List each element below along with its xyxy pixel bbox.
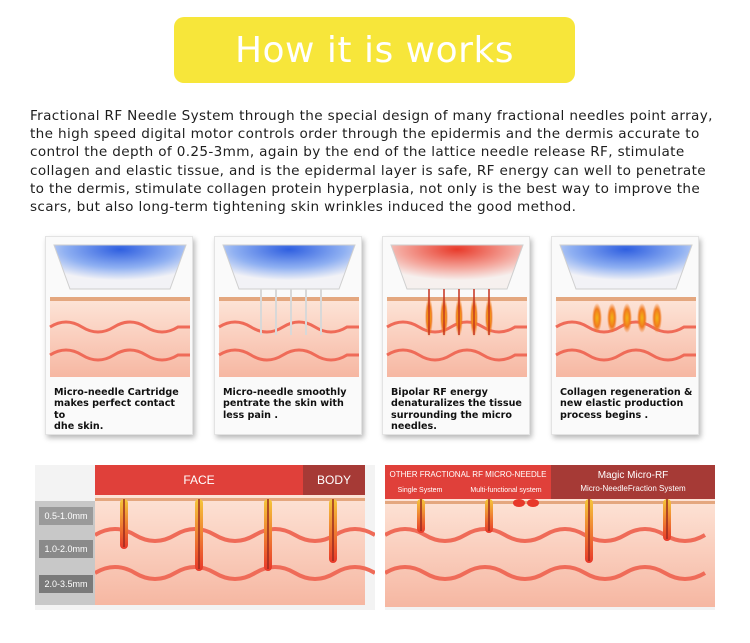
magic-system-subtitle: Micro-NeedleFraction System	[580, 483, 686, 493]
dermis-layer	[50, 301, 190, 377]
caption-line: process begins .	[560, 409, 649, 421]
caption-line: Bipolar RF energy	[391, 387, 488, 398]
intro-line: scars, but also long-term tightening ski…	[30, 199, 577, 216]
applicator-head-icon	[222, 244, 356, 290]
depth-label: 0.5-1.0mm	[39, 507, 93, 525]
step-panel-2: Micro-needle smoothly pentrate the skin …	[214, 236, 362, 435]
intro-line: the high speed digital motor controls or…	[30, 126, 700, 143]
step-caption: Collagen regeneration & new elastic prod…	[560, 387, 694, 421]
depth-label: 1.0-2.0mm	[39, 540, 93, 558]
caption-line: needles.	[391, 421, 437, 433]
caption-line: Micro-needle Cartridge	[54, 387, 179, 398]
intro-line: to the dermis, stimulate collagen protei…	[30, 180, 701, 197]
step-1-illustration	[49, 244, 190, 377]
multi-system-label: Multi-functional system	[470, 486, 542, 494]
epidermis-layer	[50, 297, 190, 301]
needle-depth-icons	[120, 499, 337, 571]
caption-line: surrounding the micro	[391, 409, 513, 421]
step-panel-3: Bipolar RF energy denaturalizes the tiss…	[382, 236, 530, 435]
caption-line: denaturalizes the tissue	[391, 398, 522, 410]
applicator-head-icon	[390, 244, 524, 290]
caption-line: less pain .	[223, 409, 279, 421]
single-system-label: Single System	[397, 486, 443, 494]
step-caption: Bipolar RF energy denaturalizes the tiss…	[391, 387, 525, 433]
applicator-head-icon	[53, 244, 187, 290]
step-caption: Micro-needle Cartridge makes perfect con…	[54, 387, 188, 433]
caption-line: dhe skin.	[54, 421, 104, 433]
skin-layer	[95, 495, 365, 605]
banner-title: How it is works	[234, 29, 515, 71]
depth-comparison-face-body: FACE BODY 0.5-1.0mm 1.0-2.0mm 2.0-3.5mm	[35, 465, 375, 610]
caption-line: new elastic production	[560, 398, 684, 410]
intro-line: collagen and elastic tissue, and is the …	[30, 162, 706, 179]
collagen-regeneration-icon	[592, 303, 662, 333]
intro-line: Fractional RF Needle System through the …	[30, 108, 713, 124]
step-caption: Micro-needle smoothly pentrate the skin …	[223, 387, 357, 421]
caption-line: Micro-needle smoothly	[223, 387, 347, 398]
skin-layer	[385, 499, 715, 607]
step-3-illustration	[386, 244, 527, 377]
micro-needles-icon	[260, 289, 322, 335]
depth-comparison-systems: OTHER FRACTIONAL RF MICRO-NEEDLE Single …	[385, 465, 715, 610]
system-comparison-illustration	[385, 465, 715, 610]
face-header: FACE	[183, 473, 215, 487]
needle-depth-icons	[417, 499, 671, 563]
depth-label: 2.0-3.5mm	[39, 575, 93, 593]
magic-system-title: Magic Micro-RF	[597, 469, 669, 481]
step-2-illustration	[218, 244, 359, 377]
caption-line: makes perfect contact to	[54, 398, 175, 421]
caption-line: pentrate the skin with	[223, 398, 344, 410]
step-4-illustration	[555, 244, 696, 377]
caption-line: Collagen regeneration &	[560, 387, 693, 398]
rf-energy-needles-icon	[425, 289, 493, 337]
title-banner: How it is works	[174, 17, 575, 83]
other-system-title: OTHER FRACTIONAL RF MICRO-NEEDLE	[389, 469, 547, 479]
intro-paragraph: Fractional RF Needle System through the …	[30, 107, 730, 216]
intro-line: control the depth of 0.25-3mm, again by …	[30, 144, 685, 161]
step-panel-4: Collagen regeneration & new elastic prod…	[551, 236, 699, 435]
step-panel-1: Micro-needle Cartridge makes perfect con…	[45, 236, 193, 435]
applicator-head-icon	[559, 244, 693, 290]
body-header: BODY	[316, 473, 351, 487]
